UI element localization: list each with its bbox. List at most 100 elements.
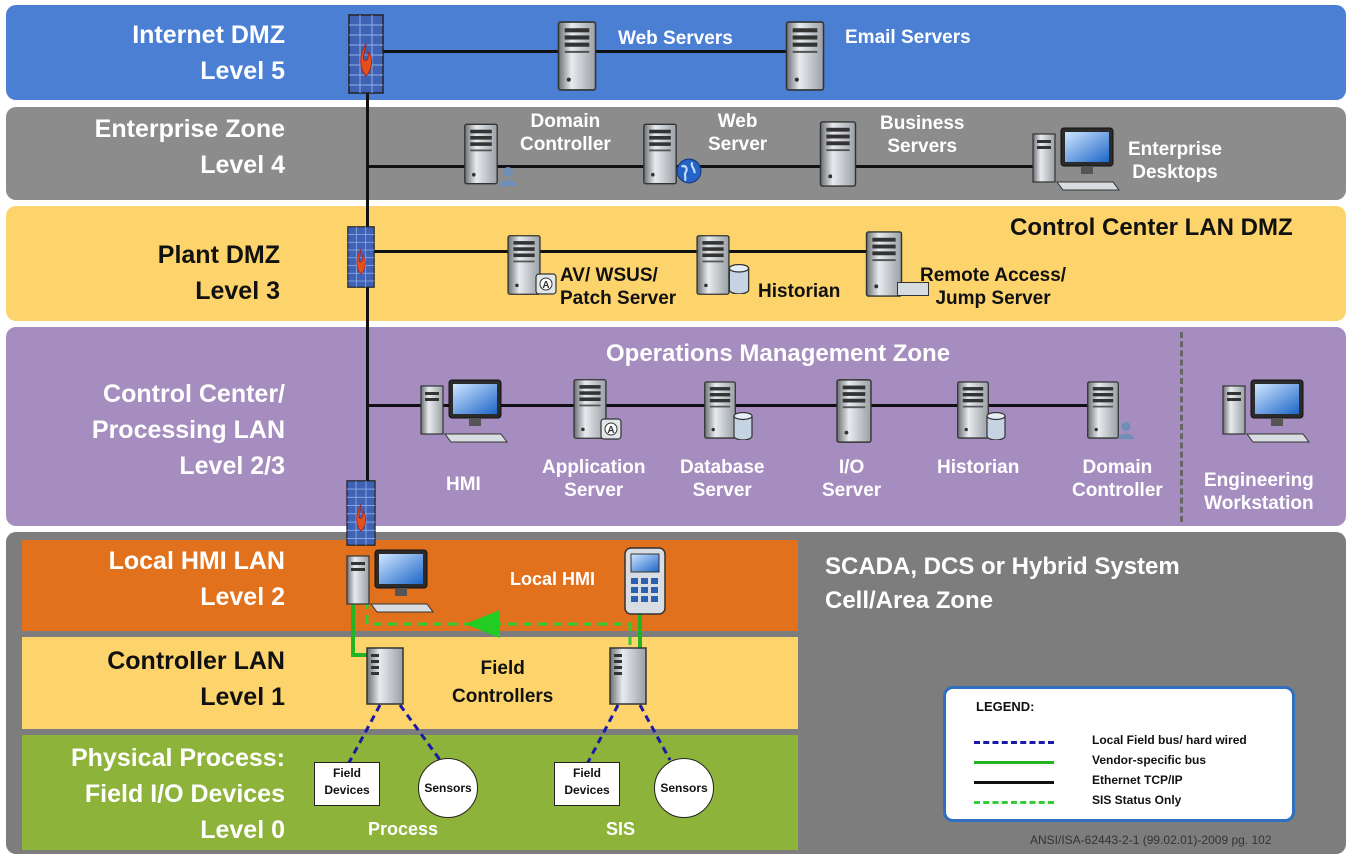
business-servers-line1: Business — [880, 113, 965, 134]
business-servers-line2: Servers — [887, 136, 958, 157]
legend-swatch — [974, 801, 1054, 804]
controller-lan-level: Level 1 — [200, 683, 285, 711]
field-controller-icon — [365, 645, 405, 707]
local-hmi-workstation-icon — [342, 546, 438, 616]
historian-l3-label: Historian — [758, 281, 841, 302]
legend-label: SIS Status Only — [1092, 793, 1182, 807]
sis-controller-icon — [608, 645, 648, 707]
internet-dmz-name: Internet DMZ — [132, 21, 285, 49]
scada-zone-line2: Cell/Area Zone — [825, 587, 994, 614]
operations-network — [366, 404, 1110, 407]
legend-swatch — [974, 781, 1054, 784]
control-center-line1: Control Center/ — [103, 380, 285, 408]
local-hmi-lan-level: Level 2 — [200, 583, 285, 611]
historian-l2-label: Historian — [937, 457, 1020, 478]
domain-controller-l2-line2: Controller — [1072, 480, 1163, 501]
enterprise-zone-level: Level 4 — [200, 151, 285, 179]
remote-access-line1: Remote Access/ — [920, 265, 1067, 286]
legend-item: Ethernet TCP/IP — [974, 773, 1274, 791]
av-wsus-line1: AV/ WSUS/ — [560, 265, 658, 286]
av-wsus-line2: Patch Server — [560, 288, 677, 309]
internet-dmz-label: Internet DMZ Level 5 — [20, 17, 285, 89]
legend-item: Vendor-specific bus — [974, 753, 1274, 771]
control-center-level: Level 2/3 — [179, 452, 285, 480]
physical-process-line1: Physical Process: — [70, 744, 285, 772]
enterprise-zone-name: Enterprise Zone — [94, 115, 285, 143]
web-server-l4-label: Web Server — [708, 110, 767, 156]
legend-label: Local Field bus/ hard wired — [1092, 733, 1247, 747]
domain-controller-l4-line2: Controller — [520, 134, 611, 155]
av-wsus-label: AV/ WSUS/ Patch Server — [560, 264, 676, 310]
business-servers-label: Business Servers — [880, 112, 964, 158]
domain-controller-l4-line1: Domain — [530, 111, 601, 132]
enterprise-network — [366, 165, 1046, 168]
sensors-process: Sensors — [418, 758, 478, 818]
operations-zone-title: Operations Management Zone — [606, 340, 951, 367]
legend: LEGEND: Local Field bus/ hard wired Vend… — [943, 686, 1295, 822]
field-controllers-line2: Controllers — [452, 686, 554, 707]
plant-dmz-label: Plant DMZ Level 3 — [20, 237, 280, 309]
domain-controller-l2-label: Domain Controller — [1072, 456, 1163, 502]
control-center-label: Control Center/ Processing LAN Level 2/3 — [20, 376, 285, 484]
database-server-label: Database Server — [680, 456, 765, 502]
domain-controller-l4-label: Domain Controller — [520, 110, 611, 156]
process-label: Process — [368, 819, 439, 839]
application-server-label: Application Server — [542, 456, 645, 502]
database-server-line1: Database — [680, 457, 765, 478]
engineering-workstation-line2: Workstation — [1204, 493, 1314, 514]
field-devices-sis-line2: Devices — [564, 783, 610, 797]
database-server-line2: Server — [692, 480, 752, 501]
domain-controller-l2-line1: Domain — [1082, 457, 1153, 478]
local-hmi-panel-icon — [622, 546, 668, 616]
control-center-line2: Processing LAN — [91, 416, 285, 444]
scada-zone-title: SCADA, DCS or Hybrid System Cell/Area Zo… — [825, 550, 1180, 618]
web-server-l4-line2: Server — [708, 134, 768, 155]
enterprise-desktops-line1: Enterprise — [1128, 139, 1222, 160]
legend-label: Ethernet TCP/IP — [1092, 773, 1183, 787]
plant-dmz-band — [6, 206, 1346, 321]
sis-label: SIS — [606, 819, 636, 839]
jump-box-icon — [897, 282, 929, 296]
operations-divider — [1180, 332, 1183, 522]
engineering-workstation-label: Engineering Workstation — [1204, 469, 1314, 515]
legend-title: LEGEND: — [976, 699, 1035, 714]
local-hmi-lan-label: Local HMI LAN Level 2 — [20, 543, 285, 615]
physical-process-level: Level 0 — [200, 816, 285, 844]
legend-item: SIS Status Only — [974, 793, 1274, 811]
engineering-workstation-line1: Engineering — [1204, 470, 1314, 491]
local-hmi-lan-name: Local HMI LAN — [108, 547, 285, 575]
io-server-line1: I/O — [838, 457, 865, 478]
legend-swatch — [974, 761, 1054, 764]
remote-access-label: Remote Access/ Jump Server — [920, 264, 1066, 310]
local-hmi-label: Local HMI — [510, 569, 596, 589]
application-server-line2: Server — [564, 480, 624, 501]
field-devices-sis-line1: Field — [572, 766, 601, 780]
field-devices-line2: Devices — [324, 783, 370, 797]
field-devices-process: Field Devices — [314, 762, 380, 806]
legend-swatch — [974, 741, 1054, 744]
io-server-label: I/O Server — [822, 456, 881, 502]
physical-process-line2: Field I/O Devices — [84, 780, 285, 808]
controller-lan-label: Controller LAN Level 1 — [20, 643, 285, 715]
hmi-label: HMI — [446, 474, 481, 495]
web-servers-label: Web Servers — [618, 28, 733, 49]
plant-dmz-level: Level 3 — [195, 277, 280, 305]
email-servers-label: Email Servers — [845, 27, 971, 48]
enterprise-desktops-line2: Desktops — [1132, 162, 1218, 183]
internet-dmz-level: Level 5 — [200, 57, 285, 85]
field-devices-sis: Field Devices — [554, 762, 620, 806]
web-server-l4-line1: Web — [717, 111, 758, 132]
legend-label: Vendor-specific bus — [1092, 753, 1207, 767]
field-controllers-line1: Field — [480, 658, 525, 679]
field-devices-line1: Field — [332, 766, 361, 780]
controller-lan-band — [22, 637, 798, 729]
remote-access-line2: Jump Server — [935, 288, 1051, 309]
enterprise-zone-label: Enterprise Zone Level 4 — [20, 111, 285, 183]
physical-process-label: Physical Process: Field I/O Devices Leve… — [20, 740, 285, 848]
control-center-dmz-title: Control Center LAN DMZ — [1010, 214, 1293, 241]
field-controllers-label: Field Controllers — [452, 655, 553, 711]
controller-lan-name: Controller LAN — [107, 647, 285, 675]
plant-dmz-network — [366, 250, 886, 253]
io-server-line2: Server — [822, 480, 882, 501]
